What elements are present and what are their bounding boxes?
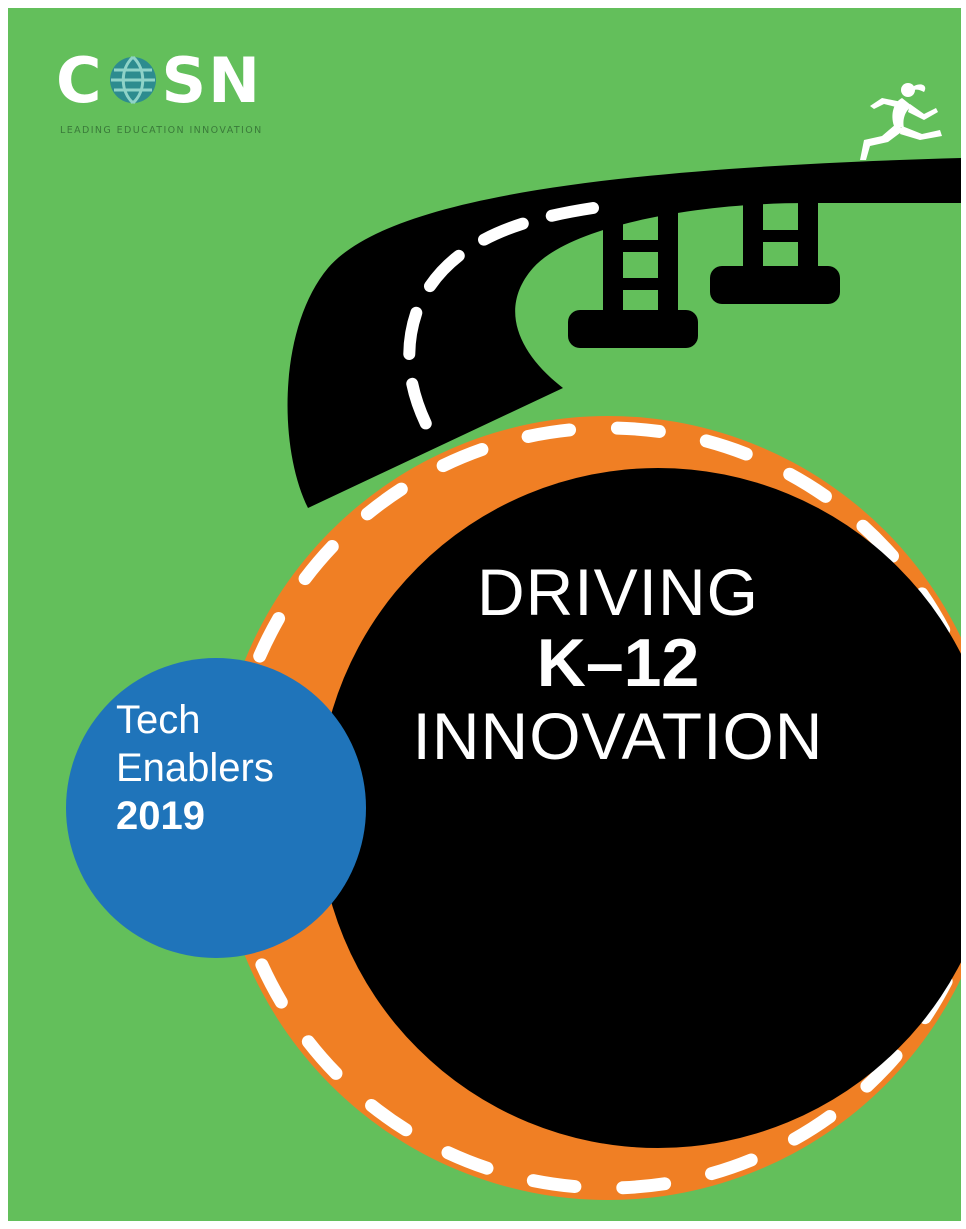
road — [287, 158, 961, 508]
road-dashes — [403, 202, 599, 434]
badge-line-enablers: Enablers — [116, 746, 274, 790]
logo-letters-sn: SN — [161, 44, 263, 117]
badge-line-tech: Tech — [116, 698, 201, 742]
road-illustration — [216, 158, 961, 1200]
badge-text: Tech Enablers 2019 — [116, 696, 274, 840]
tech-enablers-badge: Tech Enablers 2019 — [66, 658, 366, 958]
title-k12: K–12 — [536, 625, 700, 701]
cover-title: DRIVING K–12 INNOVATION — [368, 556, 868, 774]
globe-icon — [109, 55, 156, 105]
title-driving: DRIVING — [476, 555, 760, 629]
black-disk — [318, 468, 961, 1148]
logo-tagline: LEADING EDUCATION INNOVATION — [60, 125, 263, 136]
bridge-supports — [568, 203, 840, 348]
logo-letter-c: C — [56, 44, 104, 117]
title-innovation: INNOVATION — [412, 699, 824, 773]
runner-icon — [860, 83, 942, 160]
badge-year: 2019 — [116, 794, 205, 838]
